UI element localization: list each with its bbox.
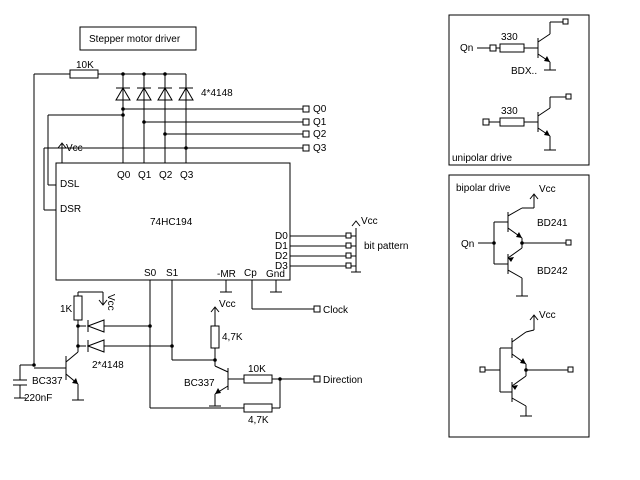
label-r4k7-a: 4,7K — [222, 332, 243, 343]
label-r10k-top: 10K — [76, 60, 94, 71]
title-text: Stepper motor driver — [89, 34, 181, 45]
pin-q2: Q2 — [159, 170, 173, 181]
pin-d0: D0 — [275, 231, 288, 242]
label-diodes-bottom: 2*4148 — [92, 360, 124, 371]
out-q1: Q1 — [313, 117, 327, 128]
pin-gnd: Gnd — [266, 269, 285, 280]
out-q0: Q0 — [313, 104, 327, 115]
label-bc337-b: BC337 — [184, 378, 215, 389]
pin-d1: D1 — [275, 241, 288, 252]
vcc-dsl — [57, 142, 67, 163]
pin-q0: Q0 — [117, 170, 131, 181]
pin-d3: D3 — [275, 261, 288, 272]
pin-dsr: DSR — [60, 204, 81, 215]
output-bus — [43, 105, 310, 211]
bipolar-t2: BD242 — [537, 266, 568, 277]
label-vcc-dsl: Vcc — [66, 143, 83, 154]
title-box — [79, 26, 197, 51]
label-diodes-top: 4*4148 — [201, 88, 233, 99]
bipolar-vcc1: Vcc — [539, 184, 556, 195]
pin-s0: S0 — [144, 268, 157, 279]
unipolar-caption: unipolar drive — [452, 153, 512, 164]
ic-name: 74HC194 — [150, 217, 193, 228]
label-vcc-bits: Vcc — [361, 216, 378, 227]
pin-q3: Q3 — [180, 170, 194, 181]
unipolar-box — [448, 14, 590, 166]
label-r4k7-b: 4,7K — [248, 415, 269, 426]
bipolar-qn: Qn — [461, 239, 474, 250]
pin-d2: D2 — [275, 251, 288, 262]
unipolar-transistor: BDX.. — [511, 66, 537, 77]
pin-q1: Q1 — [138, 170, 152, 181]
unipolar-r2: 330 — [501, 106, 518, 117]
label-bc337-a: BC337 — [32, 376, 63, 387]
bipolar-t1: BD241 — [537, 218, 568, 229]
label-cap: 220nF — [24, 393, 52, 404]
out-q3: Q3 — [313, 143, 327, 154]
label-bit-pattern: bit pattern — [364, 241, 408, 252]
unipolar-qn: Qn — [460, 43, 473, 54]
ic-74hc194: 74HC194 DSL DSR Q0 Q1 Q2 Q3 D0 D1 D2 D3 … — [55, 162, 291, 281]
direction-circuit — [150, 306, 321, 413]
label-vcc-reset: Vcc — [105, 294, 116, 311]
bipolar-vcc2: Vcc — [539, 310, 556, 321]
diode-matrix — [33, 69, 194, 365]
label-clock: Clock — [323, 305, 349, 316]
out-q2: Q2 — [313, 129, 327, 140]
label-r10k-b: 10K — [248, 364, 266, 375]
pin-cp: Cp — [244, 268, 257, 279]
bit-pattern-inputs — [290, 220, 361, 273]
pin-dsl: DSL — [60, 179, 80, 190]
label-vcc-dir: Vcc — [219, 299, 236, 310]
label-direction: Direction — [323, 375, 362, 386]
pin-s1: S1 — [166, 268, 179, 279]
label-r1k: 1K — [60, 304, 73, 315]
pin-mr: -MR — [217, 269, 236, 280]
reset-network — [13, 291, 174, 401]
bipolar-box — [448, 174, 590, 438]
unipolar-r1: 330 — [501, 32, 518, 43]
bipolar-caption: bipolar drive — [456, 183, 511, 194]
